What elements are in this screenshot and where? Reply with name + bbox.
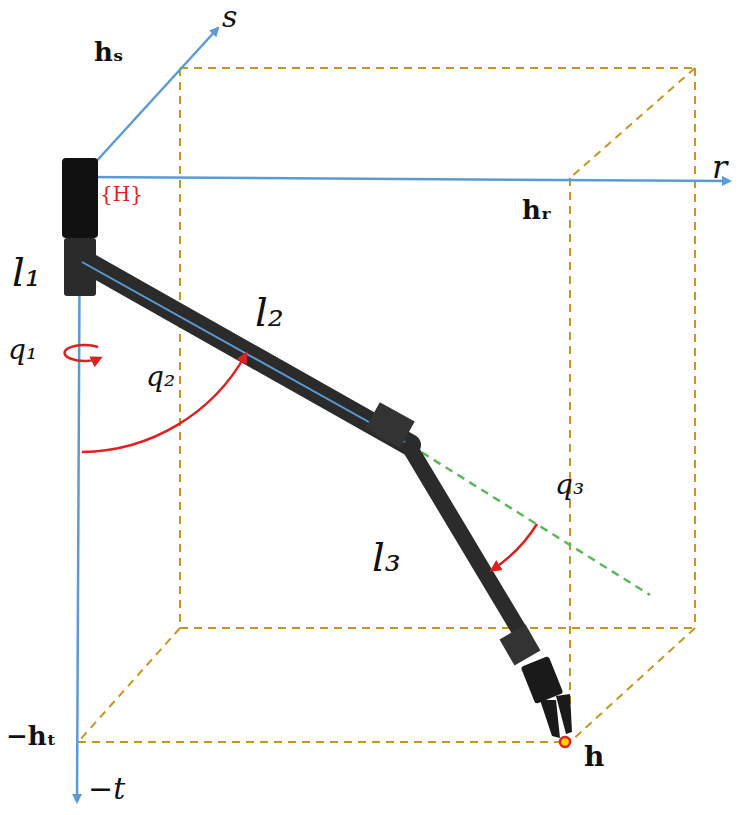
point-label: −hₜ [6, 722, 56, 751]
link-two-axis [82, 262, 410, 445]
link-label: l₁ [12, 250, 41, 294]
end-effector-point [560, 737, 570, 747]
link-label: l₃ [372, 535, 401, 579]
point-label: h [584, 742, 604, 773]
link-three [410, 448, 525, 640]
point-label: hᵣ [522, 196, 552, 225]
joint-label: q₂ [146, 362, 175, 393]
axis-label: s [222, 0, 237, 33]
base-block [62, 158, 98, 238]
axis-label: −t [88, 772, 125, 805]
axis-label: r [712, 150, 727, 185]
workspace-box [78, 68, 695, 742]
wrist [500, 625, 541, 666]
link-label: l₂ [255, 290, 284, 334]
frame-axes [77, 28, 730, 802]
joint-label: q₁ [8, 335, 37, 366]
joint-angle-arrows [65, 345, 537, 570]
gripper [521, 656, 572, 738]
point-label: hₛ [94, 38, 123, 67]
frame-label: {H} [98, 183, 145, 205]
joint-label: q₃ [555, 470, 584, 501]
